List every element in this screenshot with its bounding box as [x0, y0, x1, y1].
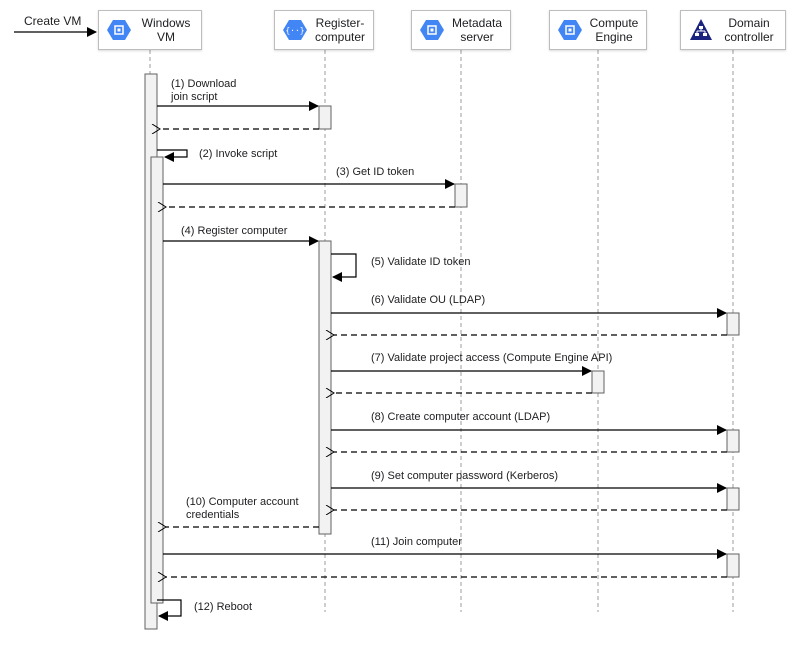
- actor-label: Windows VM: [141, 16, 191, 44]
- gcp-compute-icon: [107, 20, 131, 40]
- actor-windows-vm: Windows VM: [98, 10, 202, 50]
- actor-label: Compute Engine: [589, 16, 639, 44]
- create-vm-label: Create VM: [24, 14, 82, 28]
- activation-dc-join: [726, 553, 740, 578]
- message-label-10: (10) Computer account credentials: [186, 496, 299, 521]
- message-label-1: (1) Download join script: [171, 78, 237, 103]
- message-label-4: (4) Register computer: [181, 225, 288, 237]
- activation-dc-password: [726, 487, 740, 511]
- gcp-compute-icon: [558, 20, 582, 40]
- actor-label: Register- computer: [314, 16, 366, 44]
- message-label-5: (5) Validate ID token: [371, 256, 471, 268]
- message-label-7: (7) Validate project access (Compute Eng…: [371, 352, 613, 364]
- ad-domain-icon: [690, 19, 712, 40]
- gcp-compute-icon: [420, 20, 444, 40]
- activation-dc-validate-ou: [726, 312, 740, 336]
- activation-metadata: [454, 183, 468, 208]
- message-label-11: (11) Join computer: [371, 536, 462, 548]
- activation-dc-create: [726, 429, 740, 453]
- arrow-5-validate-token: [331, 253, 357, 282]
- arrow-2-invoke: [157, 149, 188, 162]
- actor-domain-controller: Domain controller: [680, 10, 786, 50]
- actor-label: Domain controller: [724, 16, 774, 44]
- svg-text:{··}: {··}: [285, 26, 304, 35]
- message-label-12: (12) Reboot: [194, 601, 253, 613]
- arrow-12-reboot: [157, 599, 182, 621]
- activation-register-download: [318, 105, 332, 130]
- actor-compute-engine: Compute Engine: [549, 10, 647, 50]
- actor-metadata-server: Metadata server: [411, 10, 511, 50]
- activation-ce-validate: [591, 370, 605, 394]
- message-label-8: (8) Create computer account (LDAP): [371, 411, 551, 423]
- message-label-6: (6) Validate OU (LDAP): [371, 294, 486, 306]
- activation-register-main: [318, 240, 332, 535]
- gcp-function-icon: {··}: [283, 20, 307, 40]
- message-label-9: (9) Set computer password (Kerberos): [371, 470, 559, 482]
- message-label-2: (2) Invoke script: [199, 148, 278, 160]
- actor-register-computer: {··} Register- computer: [274, 10, 374, 50]
- activation-vm-inner: [150, 156, 164, 604]
- message-label-3: (3) Get ID token: [336, 166, 415, 178]
- actor-label: Metadata server: [451, 16, 503, 44]
